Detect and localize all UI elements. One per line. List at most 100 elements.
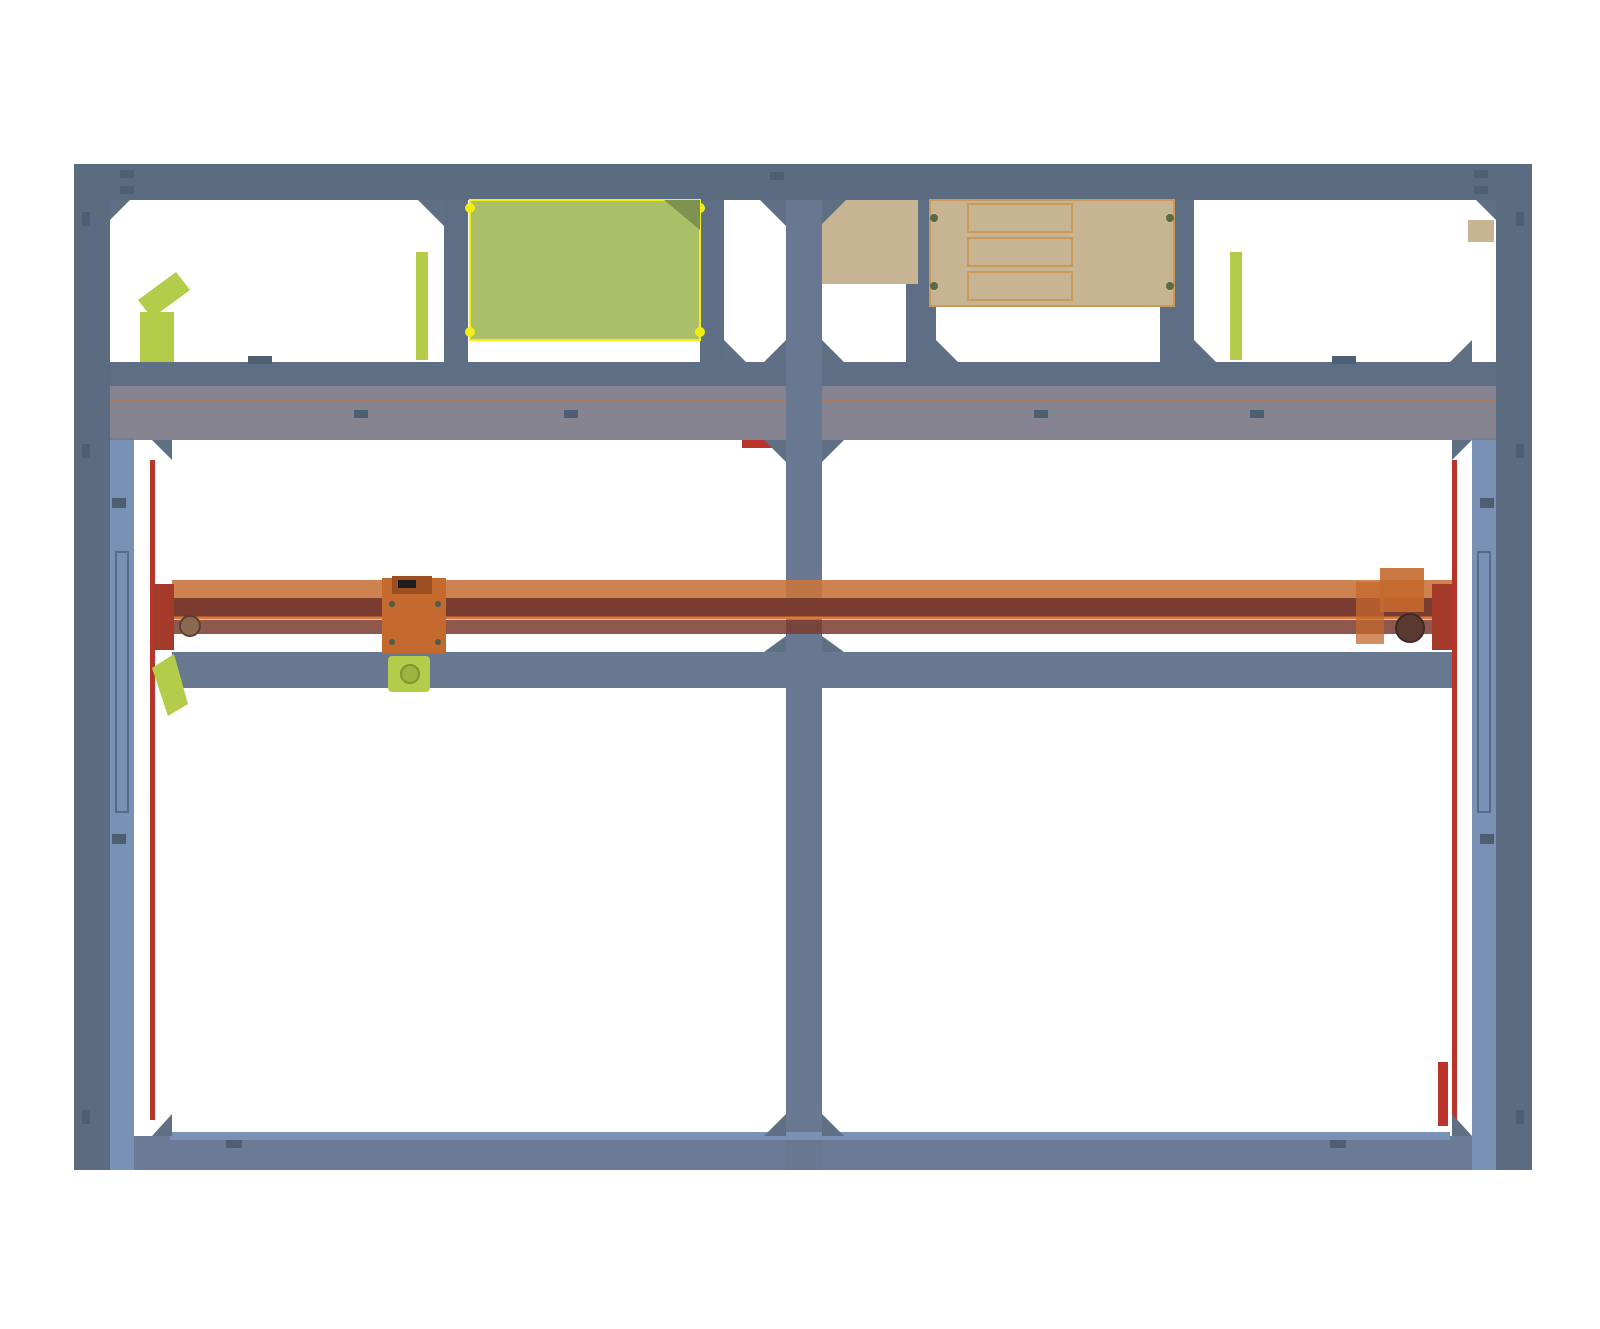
endstop [1480,498,1494,508]
printed-parts [138,252,1242,716]
gusset [444,340,466,362]
gusset [724,340,746,362]
carriage-rivet [389,639,395,645]
psu-screw [1166,282,1174,290]
left-filament-holder [140,312,174,362]
gusset [1452,1114,1472,1136]
gusset [822,636,844,652]
psu-screw [930,214,938,222]
t-nut [564,410,578,418]
gusset [1194,340,1216,362]
psu-vent [967,203,1073,233]
rail-orange-top [172,580,1452,598]
psu-screw [1166,214,1174,222]
frame-right-post [1496,164,1532,1170]
t-nut [1474,170,1488,178]
rail-dark-red [172,598,1452,618]
psu-screw [930,282,938,290]
t-nut [226,1140,242,1148]
board-outline [469,199,701,341]
t-nut [770,172,784,180]
inner-right-rail [1472,438,1496,1170]
rail-right-endplate [1432,584,1452,650]
t-nut [1516,1110,1524,1124]
t-nut [1250,410,1264,418]
psu-vent [967,271,1073,301]
gusset [936,340,958,362]
gusset [764,440,786,462]
gusset [110,200,130,220]
gusset [1450,340,1472,362]
psu-small [822,200,918,284]
t-nut [120,170,134,178]
psu-vent [967,237,1073,267]
bottom-beam-highlight [170,1132,1450,1140]
gusset [822,1114,844,1136]
right-belt-tensioner [1356,582,1384,644]
toolhead-nozzle [400,664,420,684]
left-spool-arm [138,272,190,318]
rail-left-endplate [154,584,174,650]
frame-left-post [74,164,110,1170]
gusset [1452,440,1472,460]
top-red-tab [742,440,786,448]
gusset [760,200,786,226]
side-endplates [150,440,1457,1126]
gusset [418,200,444,226]
t-nut [82,444,90,458]
carriage-rivet [435,639,441,645]
frame-top-beam [74,164,1532,200]
carriage-label-tag [398,580,416,588]
right-guide-slot [1477,551,1491,813]
rail-dark-red-lower [172,620,1452,634]
bay-post-1 [444,200,468,362]
gusset [764,636,786,652]
right-motor-block [1380,568,1424,612]
t-nut [354,410,368,418]
connector-block [1468,220,1494,242]
board-fill [470,200,700,340]
gusset [152,1114,172,1136]
t-nut [82,212,90,226]
inner-left-rail [110,438,134,1170]
power-supplies [822,199,1494,307]
gusset [764,340,786,362]
right-drive-pulley [1395,613,1425,643]
gusset [822,200,846,224]
t-nut [82,1110,90,1124]
corner-gussets [110,200,1496,1136]
t-nut [1516,212,1524,226]
t-nut [120,186,134,194]
gantry-structure [110,200,1496,1170]
left-rail-bracket [152,654,188,716]
psu-large [929,199,1175,307]
left-idler-pulley [179,615,201,637]
t-nut [1516,444,1524,458]
cable-clip-right [1230,252,1242,360]
endstop [112,498,126,508]
t-nut [1332,356,1356,364]
board-mount-hole [465,203,475,213]
fastener-details [82,170,1524,1148]
guide-slots [115,551,1491,813]
cross-beam-lower [172,652,1452,688]
gusset [152,440,172,460]
cable-clip-left [416,252,428,360]
carriage-rivet [389,601,395,607]
gusset [1476,200,1496,220]
t-nut [1034,410,1048,418]
t-nut [1330,1140,1346,1148]
x-axis-rail [154,568,1452,650]
t-nut [1474,186,1488,194]
right-red-small-part [1438,1062,1448,1126]
gusset [822,440,844,462]
electronics-board [465,199,705,341]
bay-post-2 [700,200,724,362]
board-mount-hole [695,327,705,337]
left-guide-slot [115,551,129,813]
board-corner-bracket [664,200,700,230]
board-mount-hole [465,327,475,337]
carriage [382,576,446,692]
gusset [822,340,844,362]
